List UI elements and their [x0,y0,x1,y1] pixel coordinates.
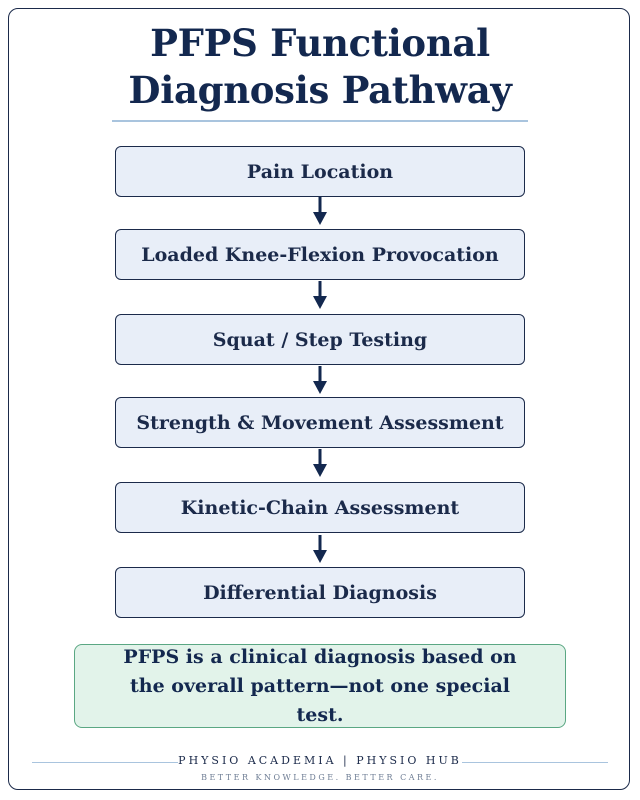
step-kinetic-chain: Kinetic-Chain Assessment [115,482,525,533]
arrow-down-icon [313,281,327,309]
step-differential-diagnosis: Differential Diagnosis [115,567,525,618]
arrow-down-icon [313,535,327,563]
step-strength-movement: Strength & Movement Assessment [115,397,525,448]
step-squat-step-testing: Squat / Step Testing [115,314,525,365]
step-loaded-knee-flexion: Loaded Knee-Flexion Provocation [115,229,525,280]
title-line-1: PFPS Functional [150,21,490,65]
footer-divider-left [32,762,178,763]
arrow-down-icon [313,366,327,394]
arrow-down-icon [313,197,327,225]
title-line-2: Diagnosis Pathway [128,68,512,112]
page-title: PFPS Functional Diagnosis Pathway [0,20,640,114]
title-divider [112,120,528,122]
arrow-down-icon [313,449,327,477]
footer-divider-right [462,762,608,763]
footer-tagline: BETTER KNOWLEDGE. BETTER CARE. [201,773,439,782]
summary-note: PFPS is a clinical diagnosis based on th… [74,644,566,728]
step-pain-location: Pain Location [115,146,525,197]
footer-brand: PHYSIO ACADEMIA | PHYSIO HUB [178,754,462,767]
